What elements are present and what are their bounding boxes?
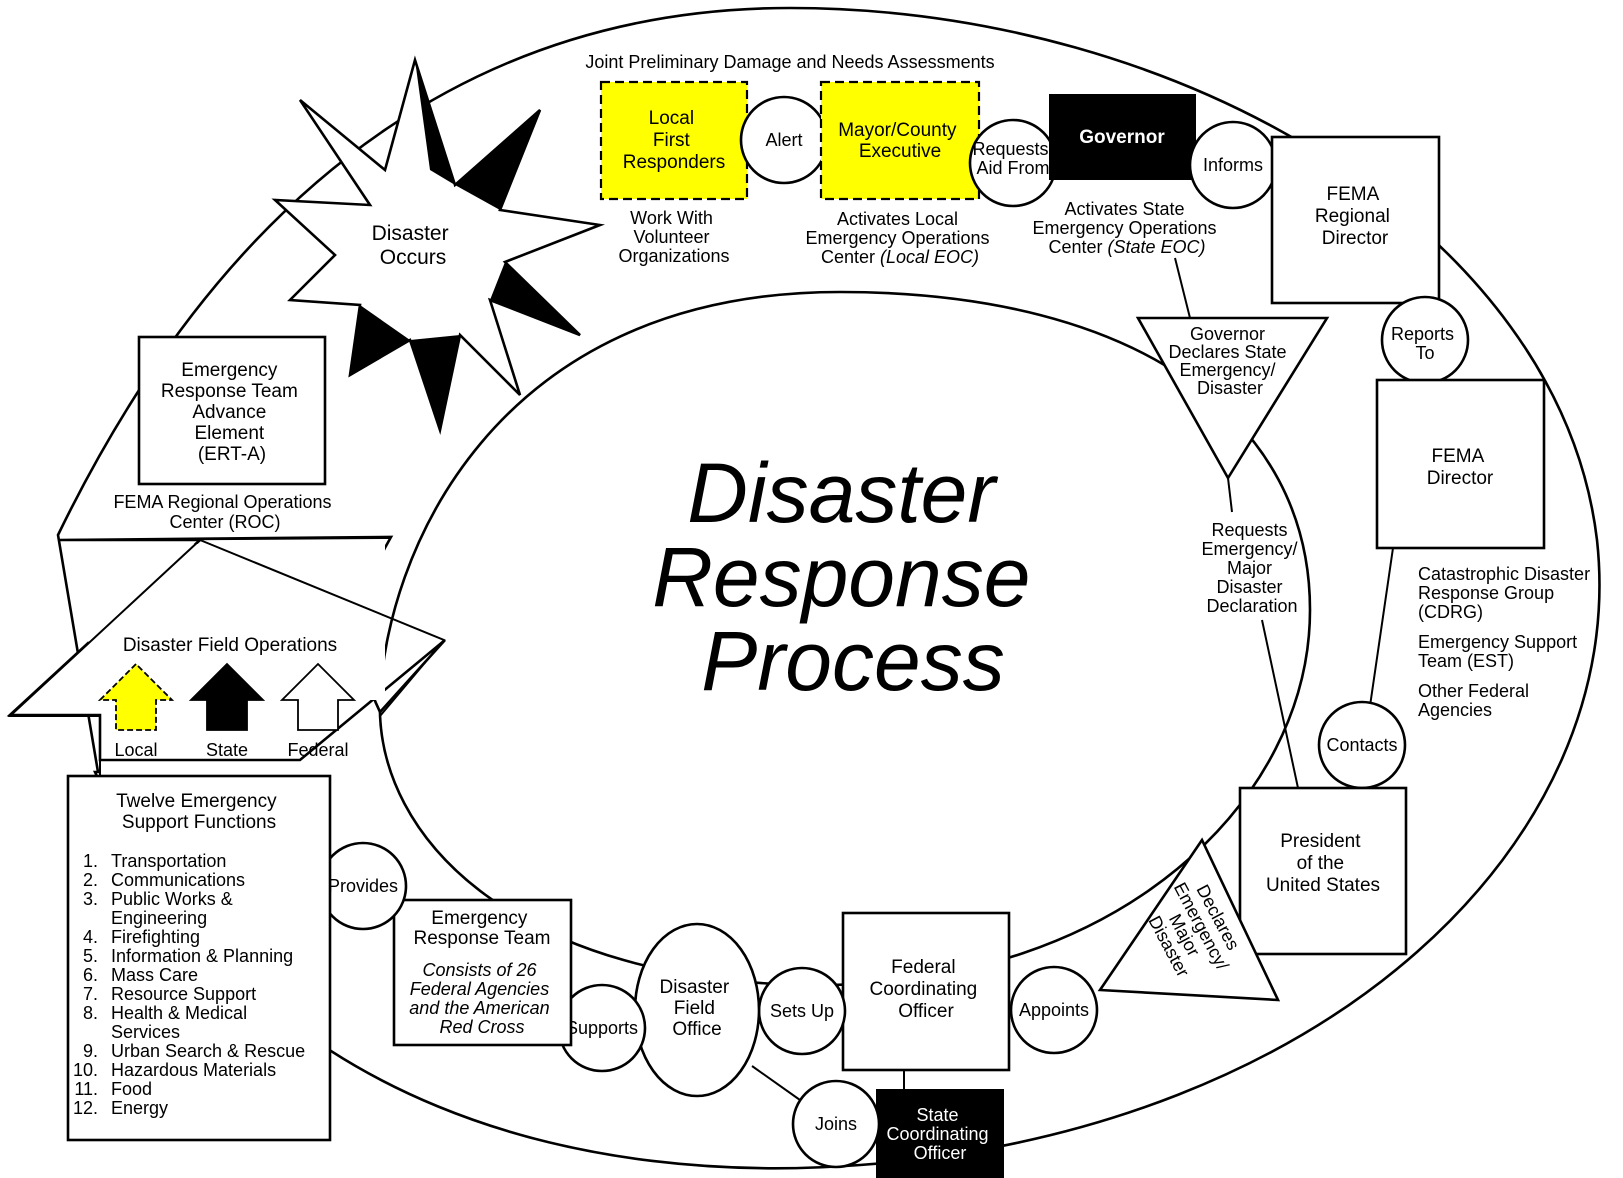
contacts-label: Contacts: [1326, 735, 1397, 755]
appoints-label: Appoints: [1019, 1000, 1089, 1020]
joins-circle: [791, 1079, 881, 1169]
esf-item-label: Services: [111, 1022, 180, 1042]
fco-label: Federal Coordinating Officer: [869, 957, 982, 1022]
dfo-to-joins-line: [751, 1065, 801, 1101]
joint-assessments-label: Joint Preliminary Damage and Needs Asses…: [585, 52, 994, 72]
ert-consists-label: Consists of 26 Federal Agencies and the …: [409, 960, 554, 1037]
cdrg-label: Catastrophic Disaster Response Group (CD…: [1418, 564, 1595, 622]
fco-box: [841, 911, 1011, 1072]
president-box: [1238, 786, 1408, 956]
ert-a-box: [137, 335, 327, 486]
starburst-spike-black-5: [415, 60, 455, 185]
fema-roc-label: FEMA Regional Operations Center (ROC): [113, 492, 336, 532]
field-ops-title: Disaster Field Operations: [123, 635, 337, 656]
disaster-occurs-label: Disaster Occurs: [372, 222, 455, 269]
starburst-spike-black-4: [350, 305, 410, 375]
fema-regional-director-label: FEMA Regional Director: [1315, 184, 1395, 249]
esf-item-label: Transportation: [111, 851, 226, 871]
esf-item-label: Health & Medical: [111, 1003, 247, 1023]
mayor-county-executive-label: Mayor/County Executive: [838, 120, 962, 162]
esf-item-label: Firefighting: [111, 927, 200, 947]
legend-local-label: Local: [114, 740, 157, 760]
esf-item-number: 8.: [83, 1003, 98, 1023]
other-federal-agencies-label: Other Federal Agencies: [1418, 681, 1534, 720]
esf-item-label: Energy: [111, 1098, 168, 1118]
activates-local-eoc-label: Activates Local Emergency Operations Cen…: [805, 209, 994, 267]
legend-federal-arrow: [279, 662, 357, 731]
work-with-volunteer-label: Work With Volunteer Organizations: [618, 208, 729, 266]
joins-label: Joins: [815, 1114, 857, 1134]
governor-box: [1049, 94, 1196, 180]
esf-item-label: Engineering: [111, 908, 207, 928]
esf-item-label: Mass Care: [111, 965, 198, 985]
requests-declaration-label: Requests Emergency/ Major Disaster Decla…: [1201, 520, 1302, 616]
diagram-title: Disaster Response Process: [652, 446, 1054, 708]
esf-item-number: 6.: [83, 965, 98, 985]
supports-label: Supports: [566, 1018, 638, 1038]
esf-item-number: 12.: [73, 1098, 98, 1118]
governor-declares-triangle: [1135, 316, 1330, 481]
declares-to-requests-line: [1227, 477, 1233, 513]
starburst-spike-black-1: [455, 110, 540, 210]
governor-label: Governor: [1079, 127, 1165, 148]
esf-item-number: 5.: [83, 946, 98, 966]
esf-item-number: 7.: [83, 984, 98, 1004]
legend-local-arrow: [97, 662, 175, 731]
fema-director-to-contacts-line: [1369, 547, 1394, 707]
starburst-spike-black-3: [410, 335, 460, 430]
esf-title: Twelve Emergency Support Functions: [116, 791, 282, 833]
esf-item-number: 11.: [74, 1079, 98, 1099]
governor-to-declares-line: [1174, 257, 1191, 319]
requests-aid-label: Requests Aid From: [972, 139, 1053, 178]
president-label: President of the United States: [1266, 831, 1380, 896]
fema-regional-director-box: [1270, 135, 1441, 305]
esf-item-number: 2.: [83, 870, 98, 890]
declares-emergency-triangle: [1097, 837, 1281, 1002]
provides-label: Provides: [328, 876, 398, 896]
local-first-responders-label: Local First Responders: [623, 108, 725, 173]
appoints-circle: [1009, 965, 1099, 1055]
local-first-responders-box: [599, 80, 749, 201]
legend-state-arrow: [188, 662, 266, 731]
esf-list: 1. Transportation 2. Communications 3. Public…: [73, 851, 305, 1118]
esf-item-label: Information & Planning: [111, 946, 293, 966]
esf-item-number: 9.: [83, 1041, 98, 1061]
esf-item-label: Hazardous Materials: [111, 1060, 276, 1080]
esf-item-number: 1.: [83, 851, 98, 871]
sets-up-label: Sets Up: [770, 1001, 834, 1021]
activates-state-eoc-label: Activates State Emergency Operations Cen…: [1032, 199, 1221, 257]
esf-item-label: Communications: [111, 870, 245, 890]
reports-to-label: Reports To: [1391, 324, 1459, 363]
requests-to-president-line: [1261, 619, 1299, 789]
esf-item-number: 3.: [83, 889, 98, 909]
esf-item-label: Resource Support: [111, 984, 256, 1004]
fema-director-label: FEMA Director: [1427, 446, 1494, 489]
esf-item-label: Public Works &: [111, 889, 233, 909]
ert-a-label: Emergency Response Team Advance Element …: [161, 360, 303, 465]
ert-box: [392, 898, 573, 1047]
governor-declares-label: Governor Declares State Emergency/ Disas…: [1168, 324, 1291, 398]
informs-label: Informs: [1203, 155, 1263, 175]
sco-label: State Coordinating Officer: [886, 1105, 993, 1163]
field-ops-arrow-outline: [7, 537, 446, 775]
starburst-spike-black-2: [490, 262, 580, 335]
esf-item-label: Urban Search & Rescue: [111, 1041, 305, 1061]
esf-box: [66, 774, 332, 1142]
ert-label: Emergency Response Team: [414, 908, 551, 949]
alert-label: Alert: [765, 130, 802, 150]
fema-director-box: [1375, 378, 1546, 550]
esf-item-number: 4.: [83, 927, 98, 947]
esf-item-label: Food: [111, 1079, 152, 1099]
dfo-label: Disaster Field Office: [660, 977, 735, 1040]
legend-federal-label: Federal: [287, 740, 348, 760]
legend-state-label: State: [206, 740, 248, 760]
est-label: Emergency Support Team (EST): [1418, 632, 1582, 671]
esf-item-number: 10.: [73, 1060, 98, 1080]
